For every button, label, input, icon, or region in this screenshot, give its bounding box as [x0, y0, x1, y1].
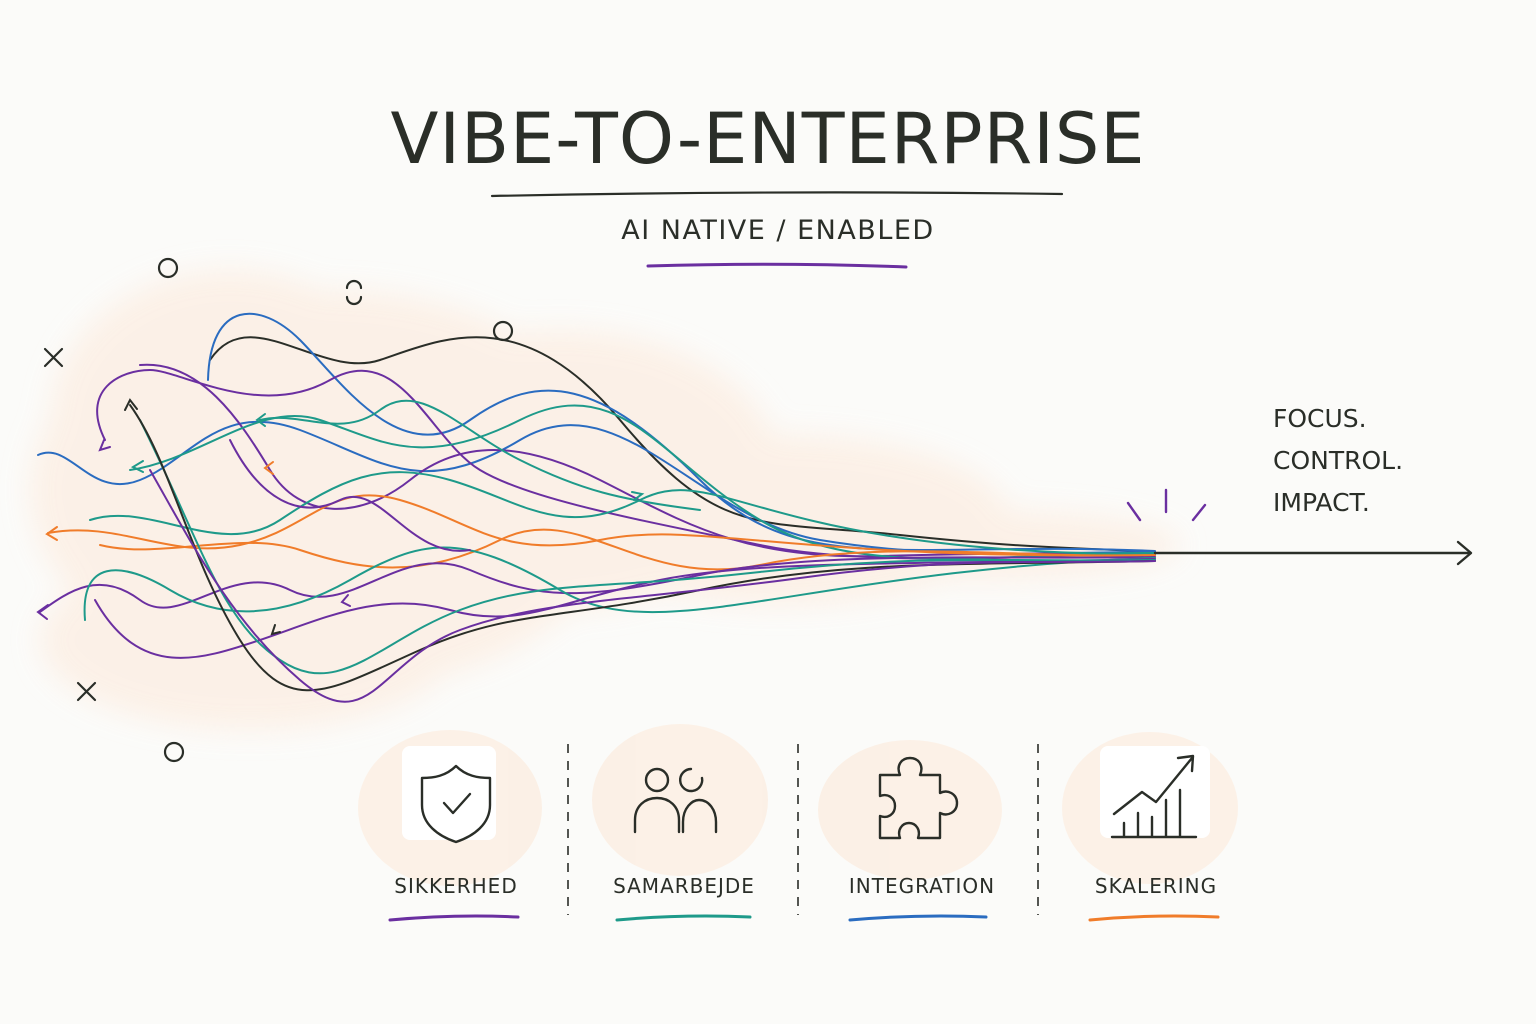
- arrowhead: [45, 526, 58, 541]
- pillar-label-integration: INTEGRATION: [848, 874, 996, 898]
- doodle-circle: [157, 257, 179, 279]
- arrowhead: [631, 491, 645, 501]
- flow-line: [259, 399, 701, 511]
- focus-arrow: [1153, 540, 1473, 566]
- arrowhead: [36, 604, 49, 620]
- arrowhead: [130, 460, 144, 473]
- title-underline: [490, 191, 1064, 198]
- pillar-underlines: [388, 914, 1220, 922]
- convergence-sparkle: [1126, 488, 1207, 522]
- page-title: VIBE-TO-ENTERPRISE: [390, 98, 1146, 180]
- shield-check-icon: [402, 746, 496, 844]
- flow-line: [229, 439, 471, 552]
- arrowhead: [255, 413, 266, 427]
- doodle-circle: [163, 741, 185, 763]
- arrowhead: [263, 461, 274, 475]
- pillar-label-skalering: SKALERING: [1094, 874, 1218, 898]
- tagline-impact: IMPACT.: [1273, 488, 1370, 517]
- growth-chart-icon: [1100, 746, 1210, 839]
- flow-line: [139, 419, 1156, 675]
- underline-samarbejde: [615, 914, 752, 922]
- arrowhead: [340, 594, 351, 607]
- flow-line: [209, 336, 1156, 553]
- people-icon: [633, 767, 718, 834]
- underline-skalering: [1088, 914, 1220, 922]
- flow-line: [47, 494, 1156, 557]
- flow-arrowheads: [36, 398, 645, 636]
- flow-line: [99, 528, 1156, 571]
- doodle-marks: [43, 257, 514, 763]
- subtitle-underline: [646, 262, 908, 269]
- doodle-open-circle: [345, 279, 363, 306]
- flow-line: [149, 469, 1156, 703]
- puzzle-piece-icon: [878, 756, 959, 840]
- pillar-label-samarbejde: SAMARBEJDE: [613, 874, 755, 898]
- tagline-focus: FOCUS.: [1273, 404, 1367, 433]
- flow-line: [129, 404, 1156, 692]
- flow-line: [37, 420, 1156, 555]
- flow-line: [83, 546, 1156, 621]
- arrowhead: [98, 439, 111, 452]
- tagline: FOCUS. CONTROL. IMPACT.: [1273, 398, 1403, 524]
- underline-integration: [848, 914, 988, 922]
- chaos-cloud: [30, 270, 1180, 730]
- flow-line: [89, 471, 1156, 556]
- pillar-separators: [567, 744, 1039, 915]
- arrowhead: [124, 398, 138, 411]
- tagline-control: CONTROL.: [1273, 446, 1404, 475]
- doodle-x-mark: [43, 347, 64, 368]
- page-subtitle: AI NATIVE / ENABLED: [621, 215, 935, 246]
- arrowhead: [270, 624, 281, 636]
- flow-line: [39, 556, 1156, 613]
- underline-sikkerhed: [388, 914, 520, 922]
- doodle-x-mark: [76, 681, 97, 702]
- pillar-label-sikkerhed: SIKKERHED: [394, 874, 518, 898]
